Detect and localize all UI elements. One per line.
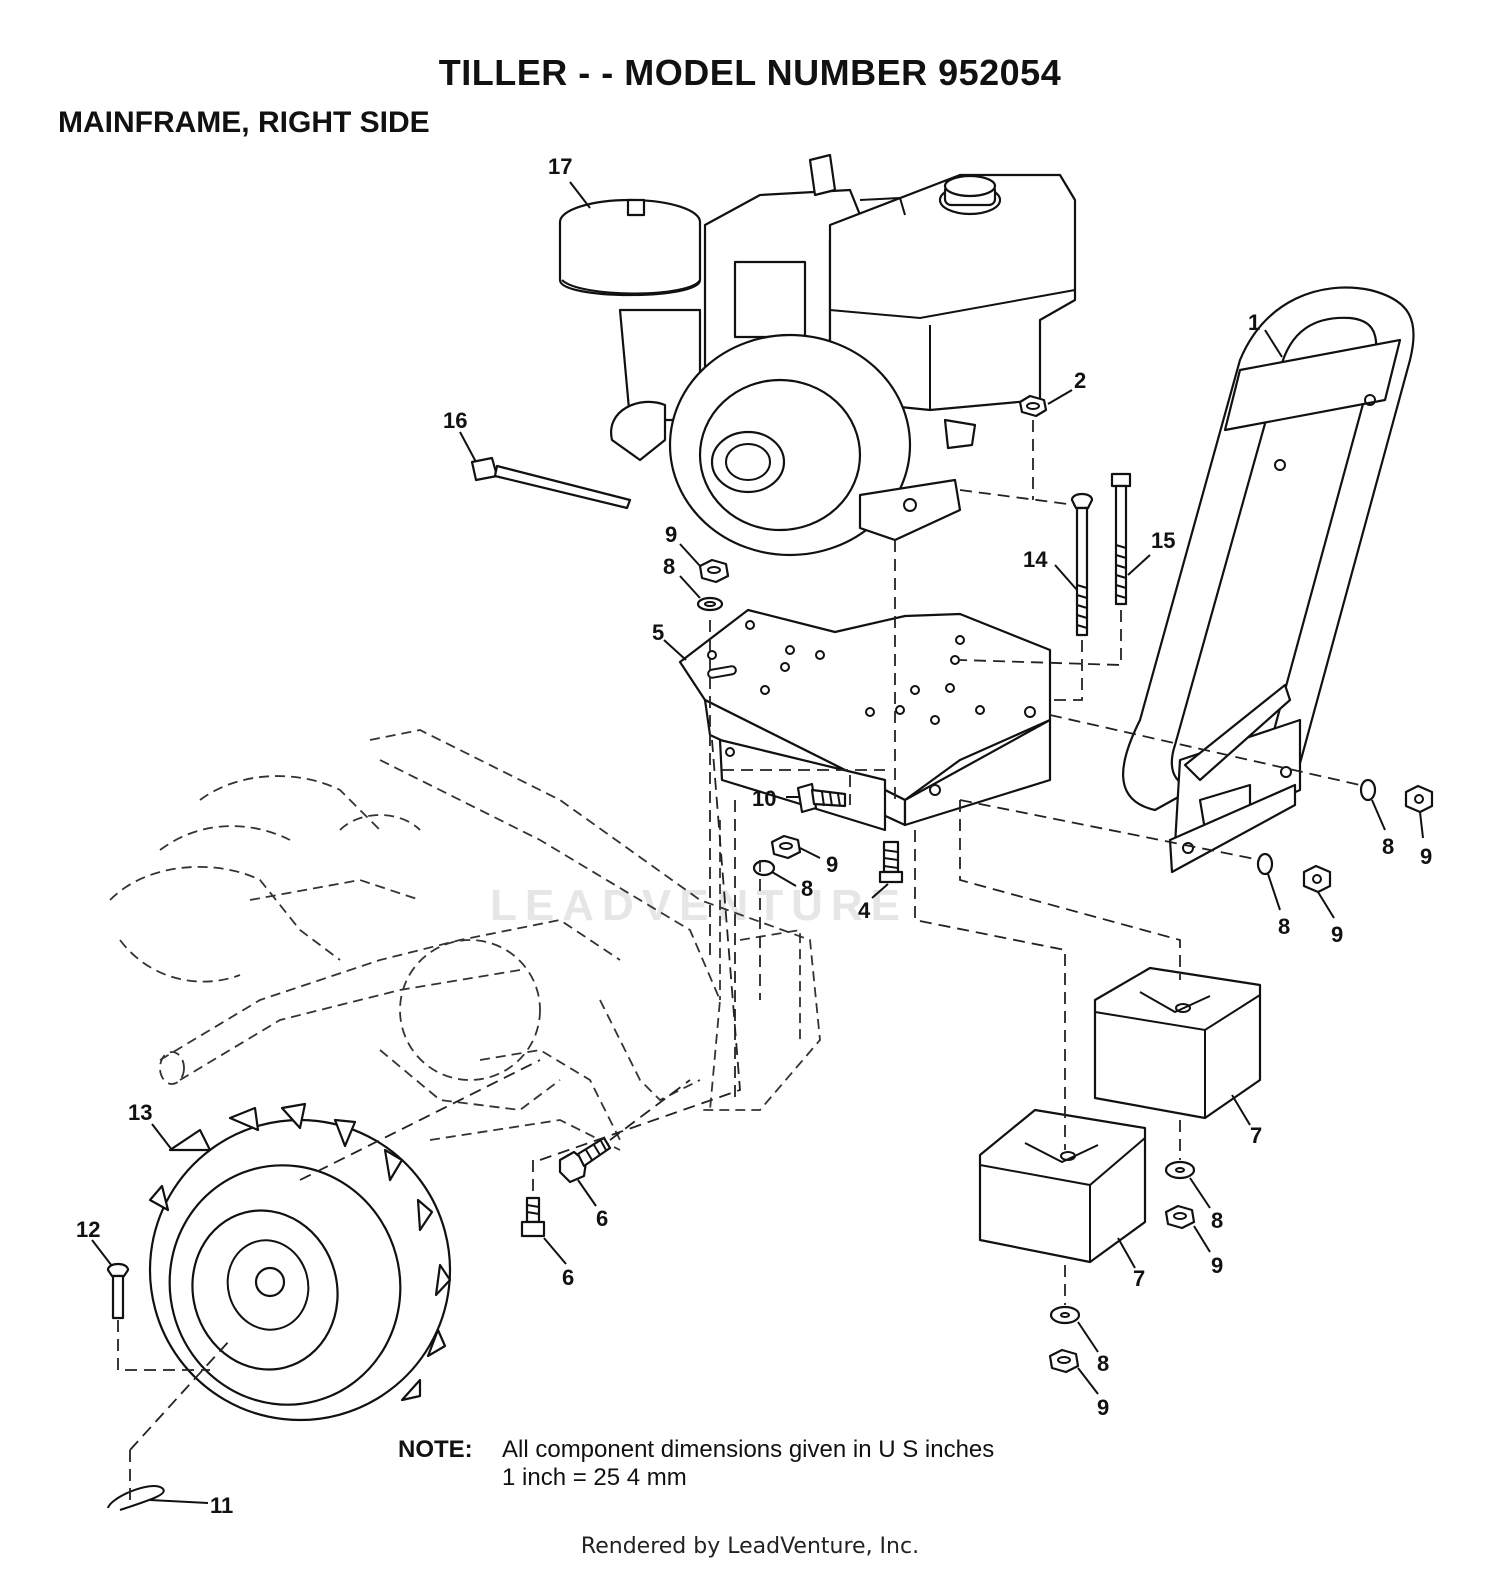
callout-labels: 17 1 2 16 9 8 14 15 5 10 9 8 4 8 9 8 9 7… bbox=[76, 154, 1432, 1518]
callout-8: 8 bbox=[801, 876, 813, 901]
watermark-text: LEADVENTURE bbox=[490, 881, 908, 930]
wheel-weights bbox=[978, 966, 1262, 1264]
callout-9: 9 bbox=[1331, 922, 1343, 947]
callout-9: 9 bbox=[826, 852, 838, 877]
callout-7: 7 bbox=[1133, 1266, 1145, 1291]
callout-2: 2 bbox=[1074, 368, 1086, 393]
callout-9: 9 bbox=[1211, 1253, 1223, 1278]
callout-12: 12 bbox=[76, 1217, 100, 1242]
tie-strap bbox=[470, 456, 632, 510]
alignment-lines bbox=[117, 420, 1361, 1500]
note-line-1: All component dimensions given in U S in… bbox=[502, 1436, 995, 1463]
dimension-note: NOTE: All component dimensions given in U… bbox=[398, 1436, 994, 1492]
callout-6: 6 bbox=[562, 1265, 574, 1290]
mainframe-bracket bbox=[678, 608, 1052, 832]
note-line-2: 1 inch = 25 4 mm bbox=[502, 1464, 687, 1491]
callout-4: 4 bbox=[858, 898, 871, 923]
callout-8: 8 bbox=[1097, 1351, 1109, 1376]
callout-11: 11 bbox=[210, 1493, 233, 1518]
callout-9: 9 bbox=[665, 522, 677, 547]
callout-5: 5 bbox=[652, 620, 664, 645]
callout-16: 16 bbox=[443, 408, 467, 433]
rendered-by-footer: Rendered by LeadVenture, Inc. bbox=[580, 1534, 920, 1559]
tire-and-wheel bbox=[148, 1102, 452, 1422]
callout-8: 8 bbox=[1211, 1208, 1223, 1233]
callout-9: 9 bbox=[1420, 844, 1432, 869]
callout-8: 8 bbox=[1382, 834, 1394, 859]
callout-1: 1 bbox=[1248, 310, 1260, 335]
tiller-body-outline bbox=[109, 729, 821, 1151]
hardware bbox=[106, 394, 1434, 1511]
callout-15: 15 bbox=[1151, 528, 1175, 553]
handle-bar bbox=[1122, 286, 1415, 874]
callout-6: 6 bbox=[596, 1206, 608, 1231]
leader-lines bbox=[91, 181, 1424, 1504]
engine bbox=[558, 153, 1077, 557]
bolts-14-15 bbox=[1070, 472, 1132, 637]
callout-13: 13 bbox=[128, 1100, 152, 1125]
diagram-title: TILLER - - MODEL NUMBER 952054 bbox=[438, 52, 1062, 93]
diagram-subtitle: MAINFRAME, RIGHT SIDE bbox=[58, 106, 430, 139]
callout-9: 9 bbox=[1097, 1395, 1109, 1420]
callout-10: 10 bbox=[752, 786, 776, 811]
callout-7: 7 bbox=[1250, 1123, 1262, 1148]
callout-8: 8 bbox=[1278, 914, 1290, 939]
callout-14: 14 bbox=[1023, 547, 1048, 572]
note-label: NOTE: bbox=[398, 1436, 473, 1463]
note-text: All component dimensions given in U S in… bbox=[502, 1436, 994, 1492]
callout-17: 17 bbox=[548, 154, 572, 179]
callout-8: 8 bbox=[663, 554, 675, 579]
